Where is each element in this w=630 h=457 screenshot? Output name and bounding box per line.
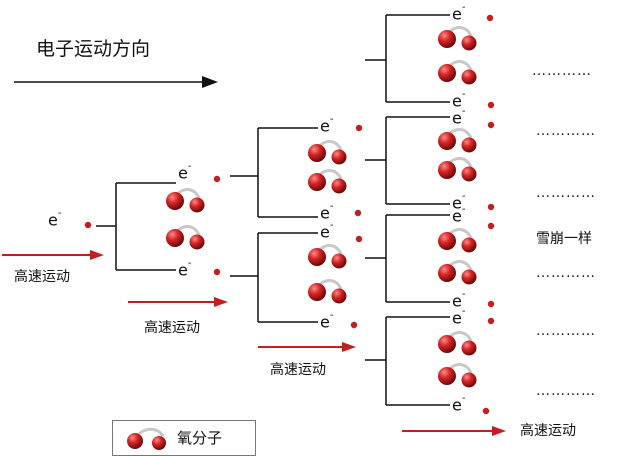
ellipsis: ………… [536, 185, 596, 201]
tree-lines [96, 14, 450, 406]
electron-dot [487, 121, 495, 129]
electron-label: e- [320, 201, 334, 223]
electron-dot [487, 203, 495, 211]
electron-dot [84, 221, 92, 229]
speed-label: 高速运动 [144, 320, 200, 336]
electron-dot [487, 317, 495, 325]
direction-title: 电子运动方向 [36, 38, 151, 60]
ellipsis: ………… [532, 63, 592, 79]
electron-label: e- [452, 306, 466, 328]
electron-label: e- [452, 289, 466, 311]
electron-dot [355, 235, 363, 243]
oxygen-molecule-icon [127, 427, 166, 450]
electron-dot [487, 300, 495, 308]
speed-arrows [2, 250, 506, 436]
oxygen-molecule [308, 169, 347, 194]
electron-label: e- [452, 106, 466, 128]
oxygen-molecule [438, 228, 477, 253]
ellipsis: ………… [536, 123, 596, 139]
oxygen-molecule [166, 188, 205, 213]
electron-label: e- [320, 220, 334, 242]
oxygen-molecule [438, 260, 477, 285]
electron-dots [84, 14, 495, 415]
oxygen-molecule [438, 60, 477, 85]
oxygen-molecule [438, 363, 477, 388]
oxygen-molecules [166, 26, 477, 388]
oxygen-molecule [438, 128, 477, 153]
electron-dot [350, 321, 358, 329]
oxygen-molecule [438, 26, 477, 51]
oxygen-molecule [166, 225, 205, 250]
electron-dot [487, 101, 495, 109]
electron-label: e- [48, 208, 62, 230]
ellipsis: ………… [536, 265, 596, 281]
avalanche-label: 雪崩一样 [536, 231, 592, 247]
legend-label: 氧分子 [177, 429, 223, 447]
ellipsis: ………… [536, 323, 596, 339]
electron-dot [487, 222, 495, 230]
electron-dot [354, 209, 362, 217]
electron-label: e- [452, 204, 466, 226]
avalanche-diagram [2, 14, 506, 436]
oxygen-molecule [438, 157, 477, 182]
ellipsis: ………… [536, 383, 596, 399]
direction-arrow [14, 76, 218, 88]
electron-dot [482, 407, 490, 415]
electron-label: e- [178, 258, 192, 280]
speed-label: 高速运动 [520, 423, 576, 439]
oxygen-molecule [308, 279, 347, 304]
electron-label: e- [452, 393, 466, 415]
electron-dot [213, 268, 221, 276]
speed-label: 高速运动 [270, 362, 326, 378]
electron-label: e- [452, 2, 466, 24]
oxygen-molecule [308, 244, 347, 269]
electron-dot [213, 175, 221, 183]
electron-label: e- [320, 114, 334, 136]
oxygen-molecule [438, 331, 477, 356]
electron-label: e- [452, 89, 466, 111]
electron-label: e- [320, 310, 334, 332]
electron-dot [486, 14, 494, 22]
electron-dot [355, 124, 363, 132]
legend: 氧分子 [112, 420, 256, 456]
oxygen-molecule [308, 140, 347, 165]
electron-label: e- [178, 161, 192, 183]
electron-label: e- [452, 191, 466, 213]
speed-label: 高速运动 [14, 269, 70, 285]
